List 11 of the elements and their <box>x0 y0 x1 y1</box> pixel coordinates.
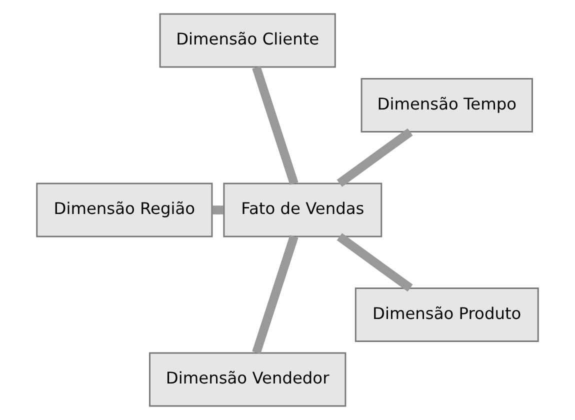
node-box: Dimensão Região <box>36 182 213 238</box>
connector <box>252 66 298 185</box>
node-box: Dimensão Tempo <box>360 78 533 132</box>
node-box: Dimensão Vendedor <box>149 352 346 407</box>
connector <box>252 235 298 354</box>
connector <box>212 206 224 214</box>
node-box: Dimensão Cliente <box>159 13 336 68</box>
node-box: Dimensão Produto <box>354 288 539 342</box>
connector <box>336 233 413 292</box>
connector <box>336 128 413 187</box>
node-box: Fato de Vendas <box>223 182 382 238</box>
